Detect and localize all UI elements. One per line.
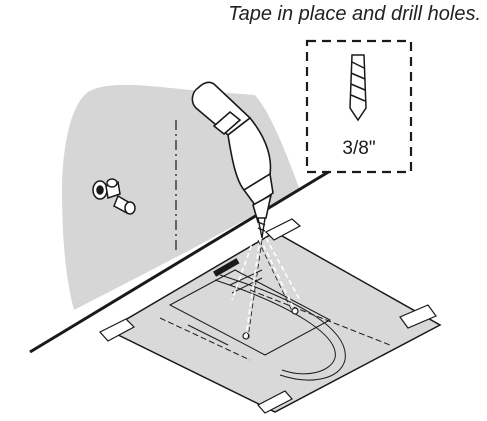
drill-bit-detail-icon xyxy=(349,54,367,122)
drill-bit-icon xyxy=(257,217,266,239)
tape-bottom xyxy=(257,390,293,414)
wall-floor-line xyxy=(29,166,336,354)
drill-template xyxy=(106,231,442,413)
drill-guide-lines xyxy=(231,237,301,337)
drill-icon xyxy=(191,81,274,224)
shutoff-valve-icon xyxy=(92,178,136,215)
drill-bit-size-label: 3/8" xyxy=(342,138,375,159)
tape-icon xyxy=(99,218,437,414)
tape-left xyxy=(99,318,135,342)
tape-right xyxy=(399,304,437,329)
wall xyxy=(62,84,190,310)
template-markings xyxy=(159,258,391,381)
drill-guide-lines-outline xyxy=(247,239,294,339)
step-caption: Tape in place and drill holes. xyxy=(228,3,481,25)
tape-top xyxy=(264,218,302,241)
